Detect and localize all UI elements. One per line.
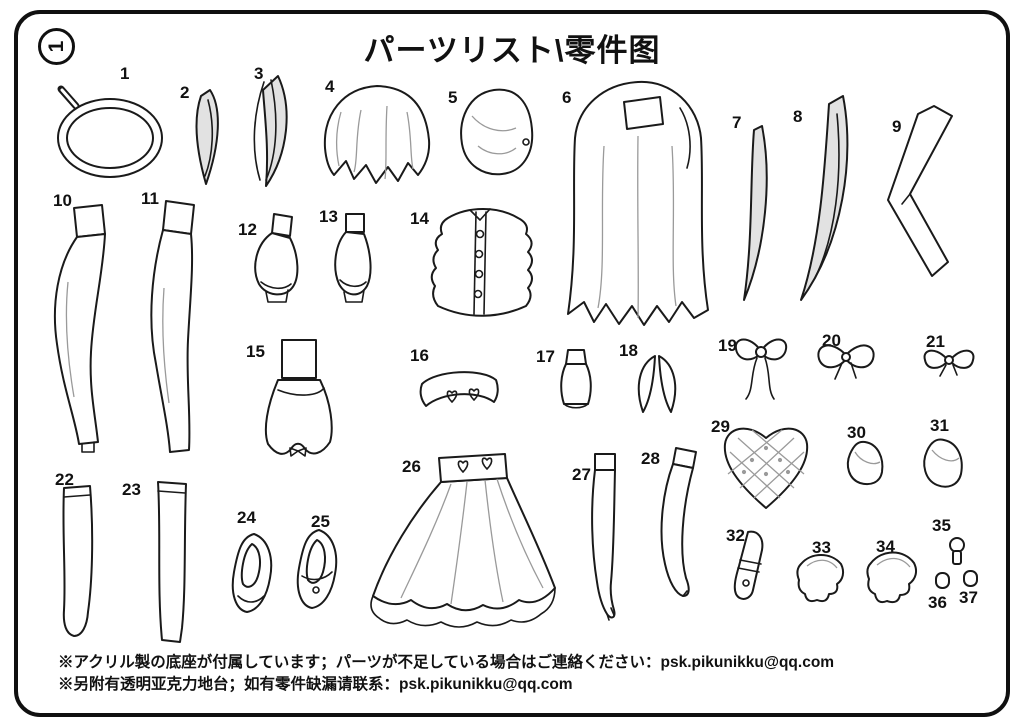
part-number-33: 33 — [812, 538, 831, 557]
part-number-19: 19 — [718, 336, 737, 355]
part-number-17: 17 — [536, 347, 555, 366]
part-number-26: 26 — [402, 457, 421, 476]
part-number-27: 27 — [572, 465, 591, 484]
part-33-wrist-ruffle-illustration — [791, 546, 847, 612]
part-number-4: 4 — [325, 77, 335, 96]
part-number-10: 10 — [53, 191, 72, 210]
part-18-collar-illustration — [628, 348, 684, 420]
part-19-bow-with-tails-illustration — [728, 331, 794, 403]
part-3-side-hair-illustration — [238, 72, 296, 190]
part-number-1: 1 — [120, 64, 130, 83]
part-number-24: 24 — [237, 508, 256, 527]
part-22-stocking-illustration — [48, 480, 104, 642]
part-28-arm-illustration — [648, 446, 704, 602]
part-number-12: 12 — [238, 220, 257, 239]
part-number-25: 25 — [311, 512, 330, 531]
part-1-headband-illustration — [52, 84, 164, 180]
part-9-ribbon-strap-illustration — [872, 102, 964, 280]
part-number-36: 36 — [928, 593, 947, 612]
part-4-front-bangs-illustration — [315, 82, 437, 198]
part-6-back-hair-illustration — [562, 76, 714, 334]
part-number-14: 14 — [410, 209, 429, 228]
part-12-sleeve-illustration — [246, 210, 302, 306]
part-number-35: 35 — [932, 516, 951, 535]
part-number-23: 23 — [122, 480, 141, 499]
part-number-34: 34 — [876, 537, 895, 556]
part-number-22: 22 — [55, 470, 74, 489]
footer-note-japanese: ※アクリル製の底座が付属しています；パーツが不足している場合はご連絡ください：p… — [58, 654, 835, 671]
part-number-30: 30 — [847, 423, 866, 442]
part-number-18: 18 — [619, 341, 638, 360]
part-2-hair-strand-illustration — [186, 86, 228, 188]
footer-note-chinese: ※另附有透明亚克力地台；如有零件缺漏请联系：psk.pikunikku@qq.c… — [58, 676, 573, 693]
part-number-9: 9 — [892, 117, 902, 136]
part-number-28: 28 — [641, 449, 660, 468]
part-32-hair-clip-illustration — [726, 528, 772, 604]
part-number-8: 8 — [793, 107, 803, 126]
part-8-hair-strand-illustration — [793, 92, 861, 304]
part-number-29: 29 — [711, 417, 730, 436]
part-13-sleeve-illustration — [328, 210, 374, 306]
part-35-peg-illustration — [946, 536, 968, 568]
part-14-dress-bodice-illustration — [418, 202, 544, 324]
part-17-upper-chest-illustration — [552, 346, 598, 412]
part-26-skirt-illustration — [363, 448, 565, 630]
part-number-3: 3 — [254, 64, 264, 83]
part-21-bow-small-illustration — [918, 338, 980, 384]
part-30-shoulder-puff-illustration — [841, 438, 887, 488]
part-11-leg-illustration — [134, 198, 216, 460]
part-37-small-round-illustration — [960, 568, 980, 590]
sheet-border — [14, 10, 1010, 717]
part-number-5: 5 — [448, 88, 458, 107]
part-15-hip-lower-torso-illustration — [252, 336, 344, 472]
part-5-back-hair-upper-illustration — [452, 84, 540, 180]
part-23-stocking-illustration — [138, 476, 200, 648]
part-number-37: 37 — [959, 588, 978, 607]
part-34-wrist-ruffle-illustration — [860, 543, 920, 613]
part-number-13: 13 — [319, 207, 338, 226]
part-29-heart-base-illustration — [718, 418, 814, 514]
part-number-21: 21 — [926, 332, 945, 351]
part-24-shoe-illustration — [222, 530, 280, 616]
part-36-small-round-illustration — [933, 570, 953, 592]
part-16-neck-ribbon-band-illustration — [412, 362, 504, 414]
part-number-16: 16 — [410, 346, 429, 365]
part-number-15: 15 — [246, 342, 265, 361]
part-10-leg-illustration — [44, 202, 126, 454]
part-number-7: 7 — [732, 113, 742, 132]
part-20-bow-wide-illustration — [813, 333, 879, 389]
part-7-hair-strand-illustration — [736, 122, 778, 304]
part-27-arm-illustration — [583, 450, 629, 622]
part-number-11: 11 — [141, 189, 159, 208]
part-number-32: 32 — [726, 526, 745, 545]
page-title: パーツリスト\零件图 — [363, 33, 661, 68]
part-number-6: 6 — [562, 88, 572, 107]
part-31-shoulder-puff-illustration — [918, 436, 968, 490]
part-number-31: 31 — [930, 416, 949, 435]
part-25-shoe-illustration — [288, 526, 346, 612]
part-number-2: 2 — [180, 83, 190, 102]
